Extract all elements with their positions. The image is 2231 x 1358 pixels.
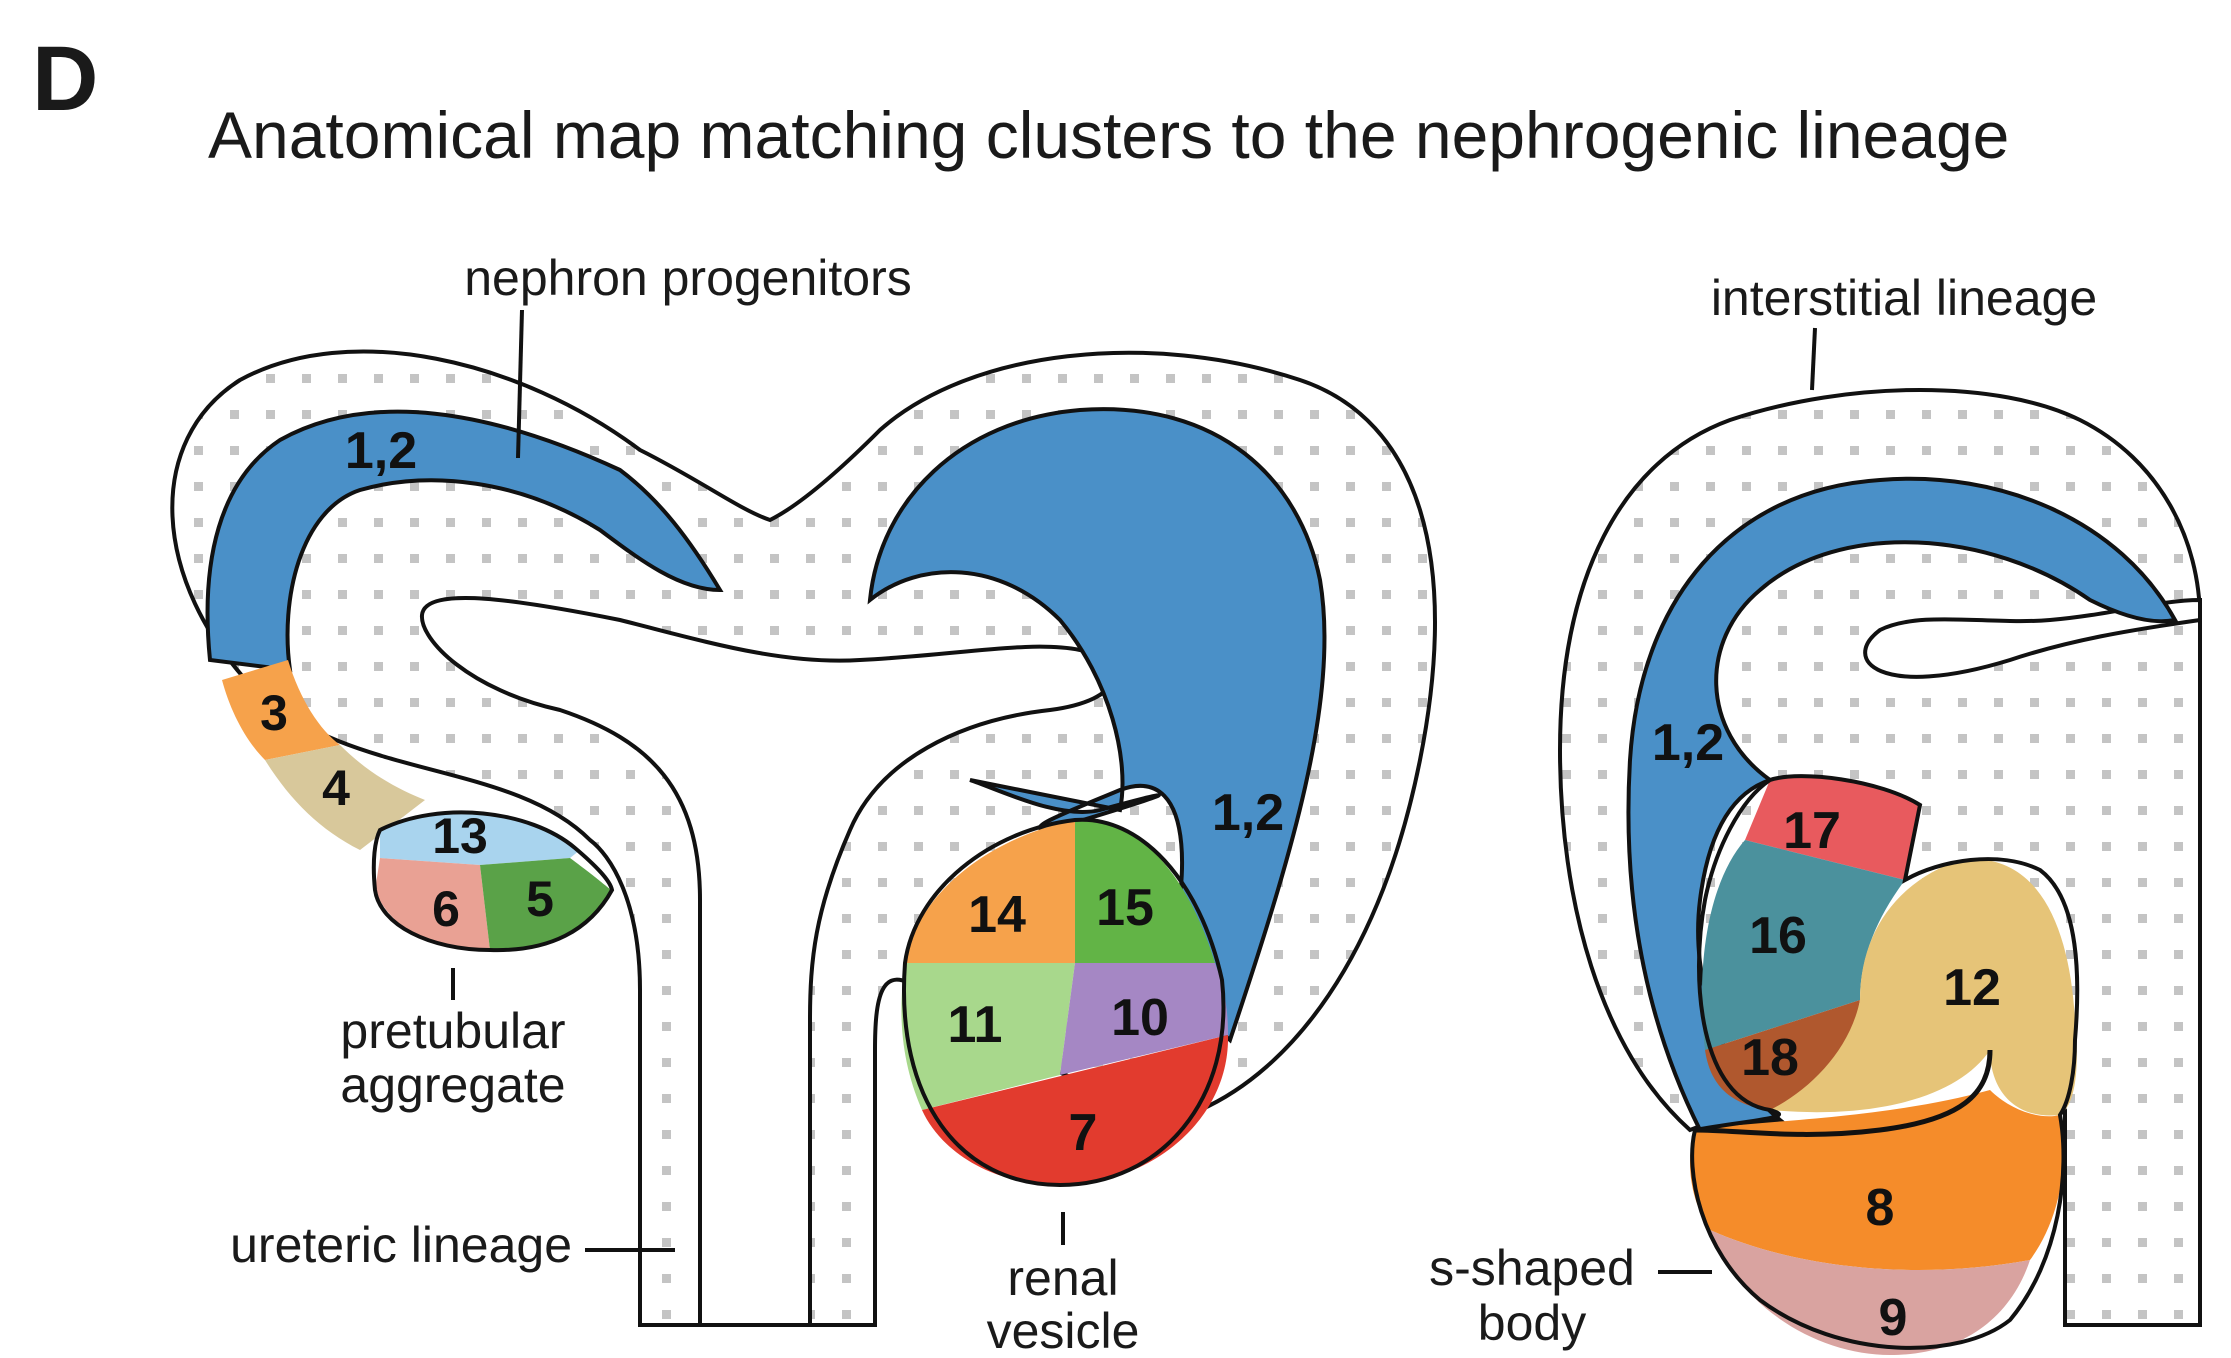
figure-title: Anatomical map matching clusters to the …	[208, 98, 2009, 172]
cluster-label-13: 13	[432, 808, 488, 864]
cluster-label-16: 16	[1749, 907, 1807, 965]
cluster-label-14: 14	[968, 886, 1026, 944]
label-nephron-progenitors: nephron progenitors	[464, 250, 912, 306]
cluster-label-11: 11	[948, 996, 1003, 1054]
label-renal-line1: renal	[1007, 1250, 1118, 1306]
label-pretubular-line1: pretubular	[340, 1003, 565, 1059]
cluster-label-5: 5	[526, 871, 554, 927]
cluster-label-7: 7	[1069, 1104, 1098, 1162]
cluster-label-17: 17	[1783, 802, 1841, 860]
cluster-label-10: 10	[1111, 989, 1169, 1047]
label-sshaped-line1: s-shaped	[1429, 1240, 1635, 1296]
cluster-label-9: 9	[1879, 1289, 1908, 1347]
cluster-label-third-cap: 1,2	[1652, 714, 1724, 772]
cluster-label-4: 4	[322, 760, 350, 816]
cluster-label-18: 18	[1741, 1029, 1799, 1087]
cluster-label-3: 3	[260, 685, 288, 741]
label-interstitial-lineage: interstitial lineage	[1711, 270, 2097, 326]
label-sshaped-line2: body	[1478, 1295, 1586, 1351]
cluster-label-12: 12	[1943, 959, 2001, 1017]
cluster-label-8: 8	[1866, 1179, 1895, 1237]
label-pretubular-line2: aggregate	[340, 1057, 565, 1113]
cluster-label-6: 6	[432, 881, 460, 937]
label-renal-line2: vesicle	[987, 1303, 1140, 1358]
cluster-label-15: 15	[1096, 879, 1154, 937]
label-ureteric-lineage: ureteric lineage	[230, 1217, 572, 1273]
pretubular-aggregate	[374, 812, 612, 950]
panel-letter: D	[32, 28, 98, 130]
cluster-label-right-cap: 1,2	[1212, 784, 1284, 842]
cluster-label-left-cap: 1,2	[345, 422, 417, 480]
leader-interstitial	[1812, 328, 1815, 390]
